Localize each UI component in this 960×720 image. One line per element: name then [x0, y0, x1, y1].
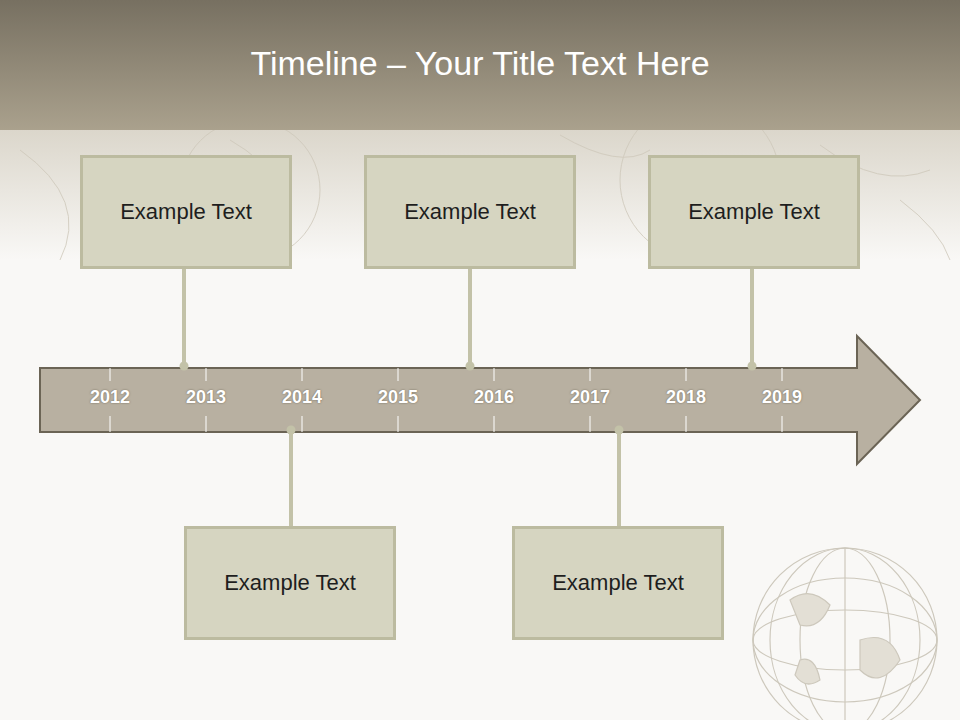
- year-label: 2013: [186, 387, 226, 408]
- year-label: 2015: [378, 387, 418, 408]
- tick-marks: [110, 368, 782, 432]
- event-text: Example Text: [404, 199, 536, 225]
- event-text: Example Text: [224, 570, 356, 596]
- event-text: Example Text: [120, 199, 252, 225]
- year-label: 2017: [570, 387, 610, 408]
- event-box: Example Text: [648, 155, 860, 269]
- slide-title: Timeline – Your Title Text Here: [0, 44, 960, 83]
- event-box: Example Text: [512, 526, 724, 640]
- event-box: Example Text: [364, 155, 576, 269]
- event-text: Example Text: [688, 199, 820, 225]
- year-label: 2016: [474, 387, 514, 408]
- event-box: Example Text: [184, 526, 396, 640]
- year-label: 2018: [666, 387, 706, 408]
- header-band: [0, 0, 960, 130]
- timeline-arrow: [40, 336, 920, 464]
- event-box: Example Text: [80, 155, 292, 269]
- leader-lines: [180, 268, 757, 527]
- year-label: 2014: [282, 387, 322, 408]
- event-text: Example Text: [552, 570, 684, 596]
- year-label: 2019: [762, 387, 802, 408]
- globe: [753, 548, 937, 720]
- year-label: 2012: [90, 387, 130, 408]
